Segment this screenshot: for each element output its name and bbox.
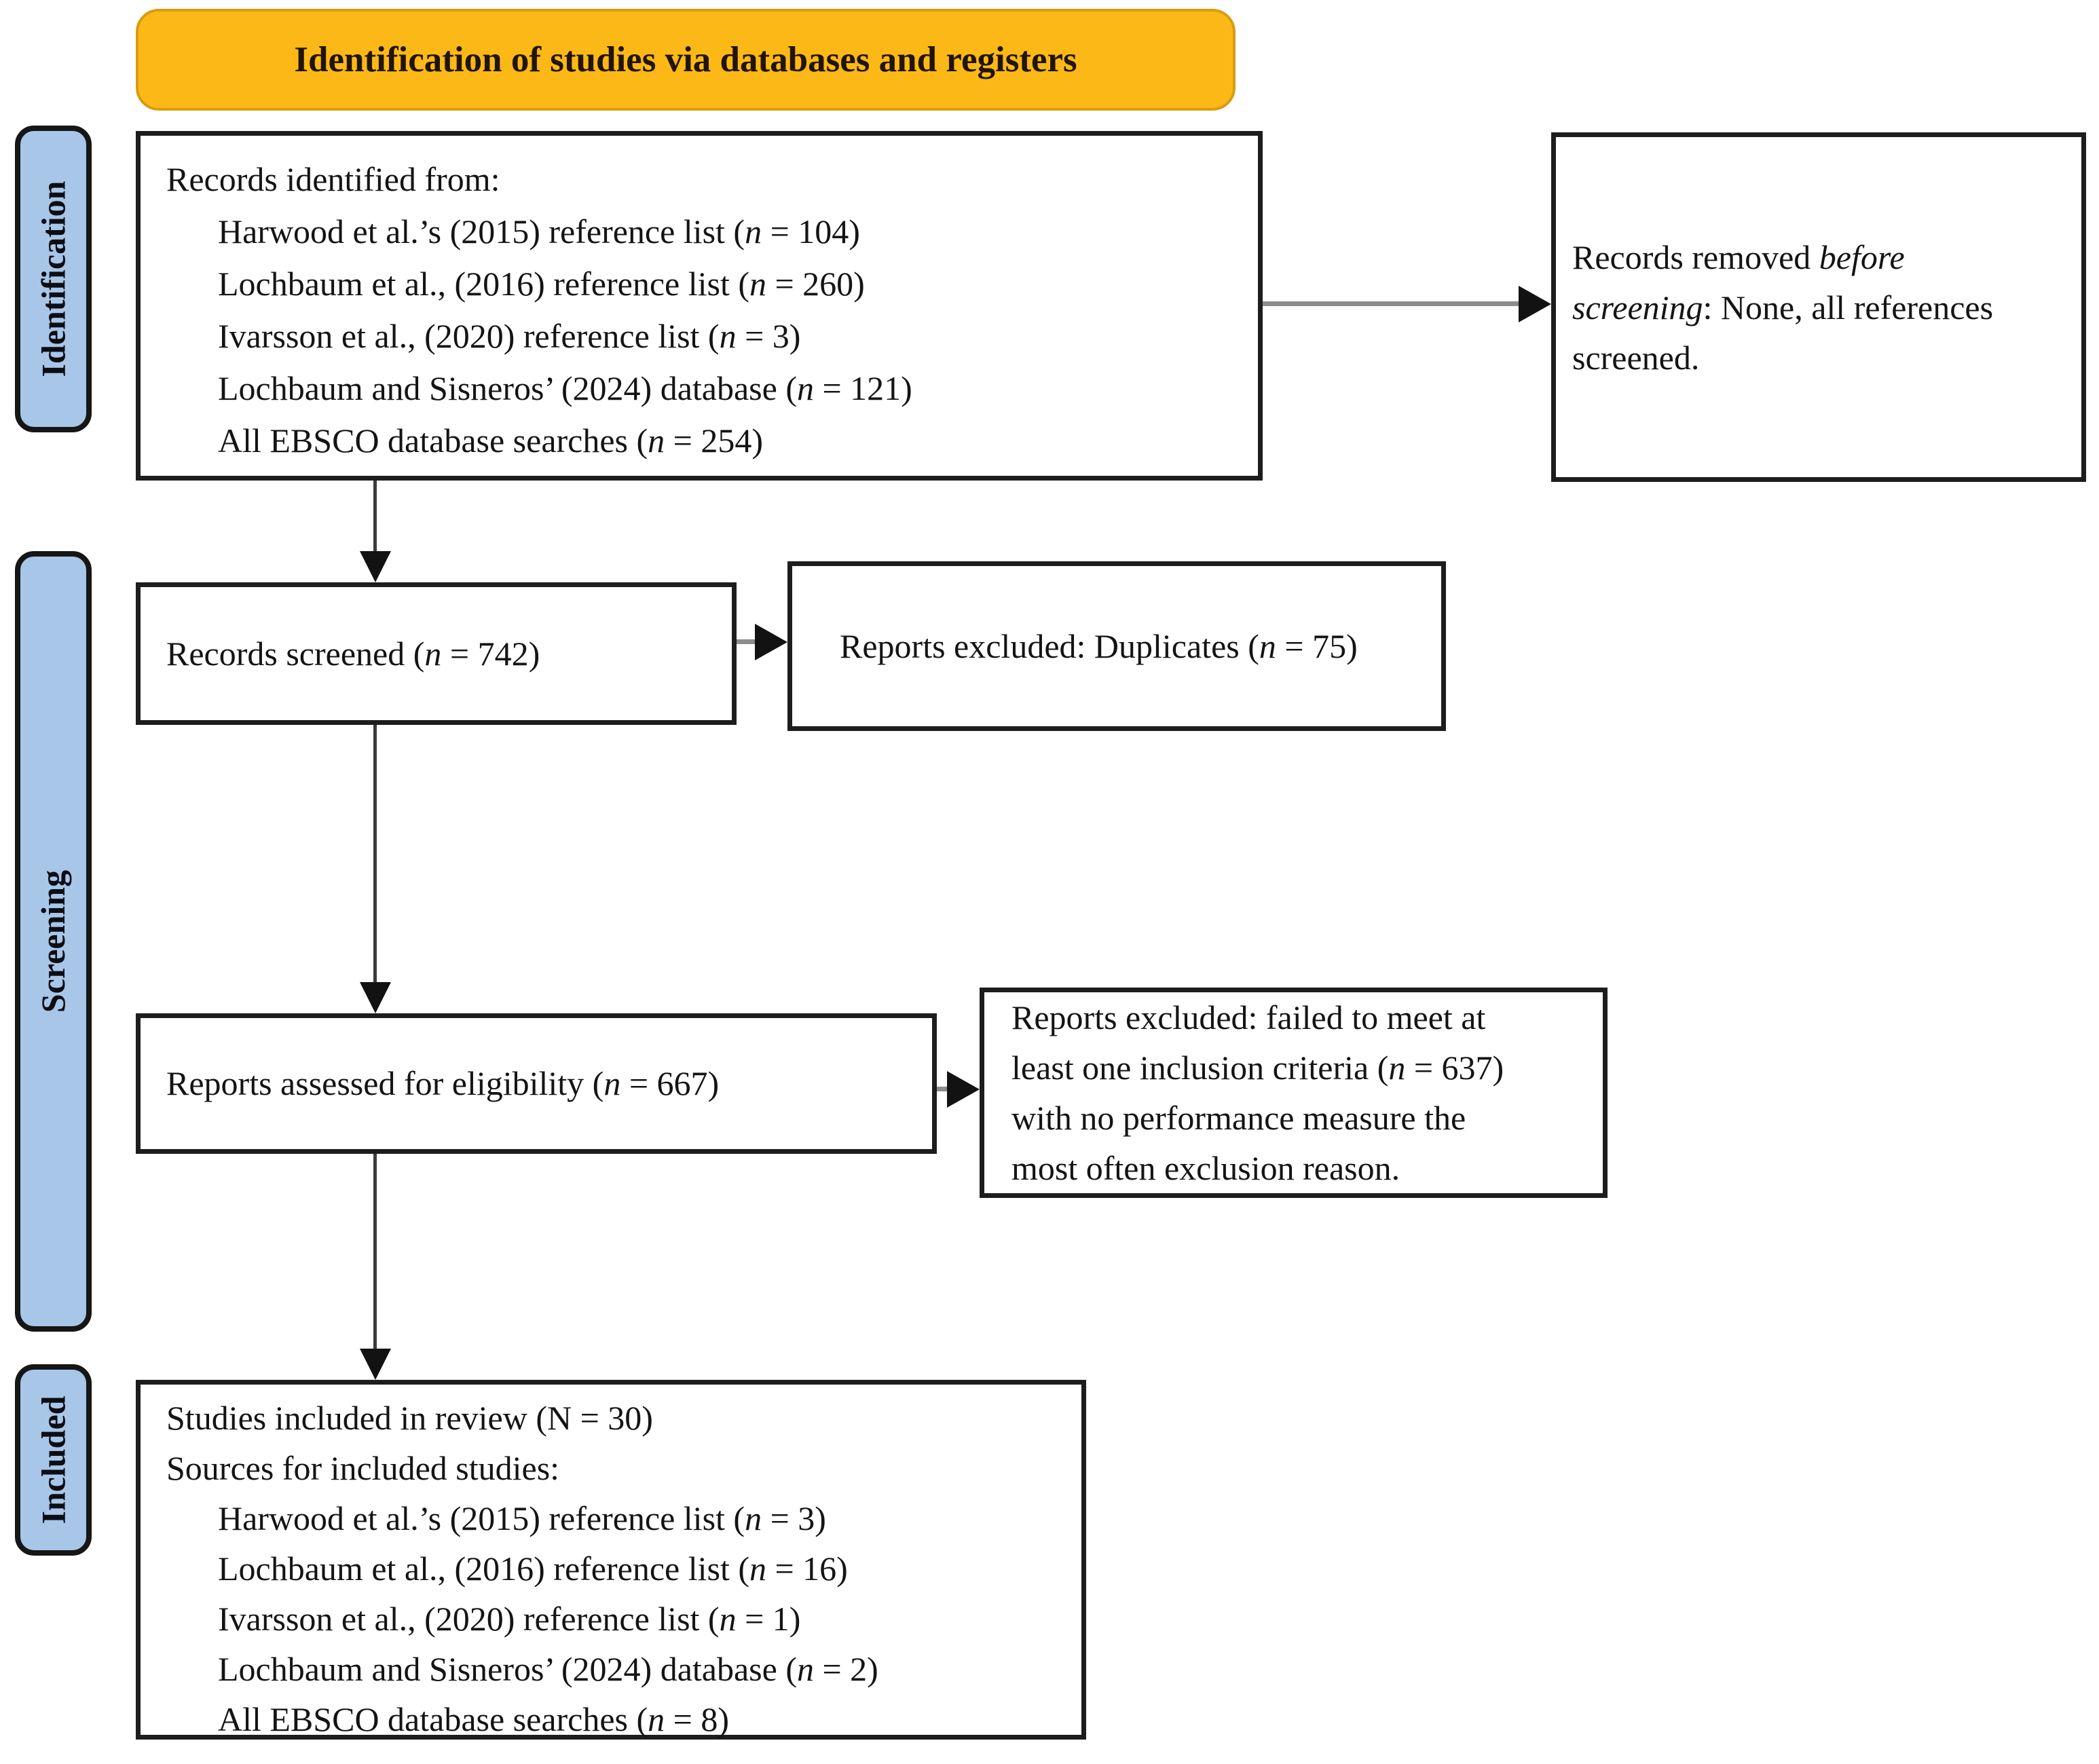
italic-run: n [603,1064,621,1102]
arrow-shaft [373,725,377,983]
italic-run: n [424,634,442,673]
text-run: = 1) [736,1600,801,1638]
box-line: Lochbaum et al., (2016) reference list (… [218,258,1238,310]
arrow-head [755,624,787,660]
stage-label-screening-text: Screening [34,869,73,1013]
text-run: = 260) [766,265,865,303]
text-run: = 16) [766,1550,848,1588]
text-run: Ivarsson et al., (2020) reference list ( [218,317,720,355]
box-line: Lochbaum et al., (2016) reference list (… [218,1543,1061,1594]
box-paragraph: Reports excluded: failed to meet at leas… [1011,992,1527,1193]
text-run: Harwood et al.’s (2015) reference list ( [218,212,745,250]
box-line: Ivarsson et al., (2020) reference list (… [218,310,1238,362]
arrow-head [360,551,391,582]
text-run: = 3) [762,1499,826,1537]
arrow-head [947,1071,980,1108]
records-removed-box: Records removed before screening: None, … [1551,132,2086,482]
box-paragraph: Records removed before screening: None, … [1572,232,2017,383]
text-run: = 637) with no performance measure the m… [1011,1049,1504,1187]
text-run: = 742) [441,634,540,673]
stage-label-identification: Identification [15,126,92,432]
records-screened-box: Records screened (n = 742) [136,582,737,725]
text-run: Sources for included studies: [166,1449,560,1487]
text-run: Harwood et al.’s (2015) reference list ( [218,1499,745,1537]
text-run: = 8) [665,1700,730,1738]
text-run: Reports assessed for eligibility ( [166,1064,604,1102]
title-banner-label: Identification of studies via databases … [294,40,1077,79]
text-run: Lochbaum et al., (2016) reference list ( [218,265,749,303]
arrow-shaft [1263,301,1531,306]
box-line: Reports excluded: Duplicates (n = 75) [840,620,1441,673]
text-run: Studies included in review (N = 30) [166,1399,653,1437]
italic-run: n [796,1650,814,1688]
italic-run: n [1388,1049,1406,1087]
box-line: Records identified from: [166,153,1238,206]
reports-excluded-criteria-box: Reports excluded: failed to meet at leas… [980,988,1608,1198]
text-run: All EBSCO database searches ( [218,1700,648,1738]
text-run: Lochbaum and Sisneros’ (2024) database ( [218,369,797,407]
box-line: All EBSCO database searches (n = 8) [218,1694,1061,1744]
text-run: Reports excluded: failed to meet at leas… [1011,998,1486,1087]
box-line: Records screened (n = 742) [166,628,732,680]
text-run: Lochbaum et al., (2016) reference list ( [218,1550,749,1588]
arrow-shaft [373,1154,377,1350]
text-run: Records removed [1572,238,1819,276]
italic-run: n [719,317,737,355]
italic-run: n [745,1499,762,1537]
italic-run: n [719,1600,737,1638]
italic-run: n [1259,626,1276,665]
text-run: = 2) [813,1650,878,1688]
text-run: = 104) [762,212,860,250]
italic-run: n [796,369,814,407]
text-run: All EBSCO database searches ( [218,421,648,459]
italic-run: n [648,1700,665,1738]
text-run: = 3) [736,317,801,355]
stage-label-included: Included [15,1364,92,1556]
records-identified-box: Records identified from: Harwood et al.’… [136,131,1263,481]
text-run: Reports excluded: Duplicates ( [840,626,1259,665]
box-line: Sources for included studies: [166,1443,1061,1493]
studies-included-box: Studies included in review (N = 30) Sour… [136,1380,1086,1740]
box-line: Ivarsson et al., (2020) reference list (… [218,1594,1061,1644]
reports-assessed-box: Reports assessed for eligibility (n = 66… [136,1013,937,1154]
italic-run: n [648,421,665,459]
text-run: = 75) [1276,626,1358,665]
box-line: Reports assessed for eligibility (n = 66… [166,1057,932,1110]
text-run: = 121) [813,369,912,407]
text-run: Ivarsson et al., (2020) reference list ( [218,1600,720,1638]
text-run: : None, all references screened. [1572,288,1994,377]
italic-run: n [749,265,766,303]
arrow-shaft [937,1087,950,1091]
title-banner: Identification of studies via databases … [136,9,1236,111]
box-line: Lochbaum and Sisneros’ (2024) database (… [218,362,1238,415]
arrow-head [360,982,391,1013]
stage-label-screening: Screening [15,551,92,1332]
text-run: = 667) [620,1064,720,1102]
text-run: Records screened ( [166,634,425,673]
arrow-shaft [737,639,758,644]
arrow-shaft [373,481,377,552]
italic-run: n [745,212,762,250]
box-line: Lochbaum and Sisneros’ (2024) database (… [218,1644,1061,1694]
box-line: Studies included in review (N = 30) [166,1393,1061,1443]
italic-run: before screening [1572,238,1905,326]
text-run: = 254) [665,421,764,459]
box-line: Harwood et al.’s (2015) reference list (… [218,206,1238,258]
box-line: Harwood et al.’s (2015) reference list (… [218,1493,1061,1543]
text-run: Lochbaum and Sisneros’ (2024) database ( [218,1650,797,1688]
stage-label-identification-text: Identification [34,181,73,377]
arrow-head [1519,286,1551,322]
italic-run: n [749,1550,766,1588]
text-run: Records identified from: [166,160,500,198]
box-line: All EBSCO database searches (n = 254) [218,415,1238,467]
arrow-head [360,1349,391,1380]
stage-label-included-text: Included [34,1395,73,1524]
reports-excluded-duplicates-box: Reports excluded: Duplicates (n = 75) [787,561,1446,731]
